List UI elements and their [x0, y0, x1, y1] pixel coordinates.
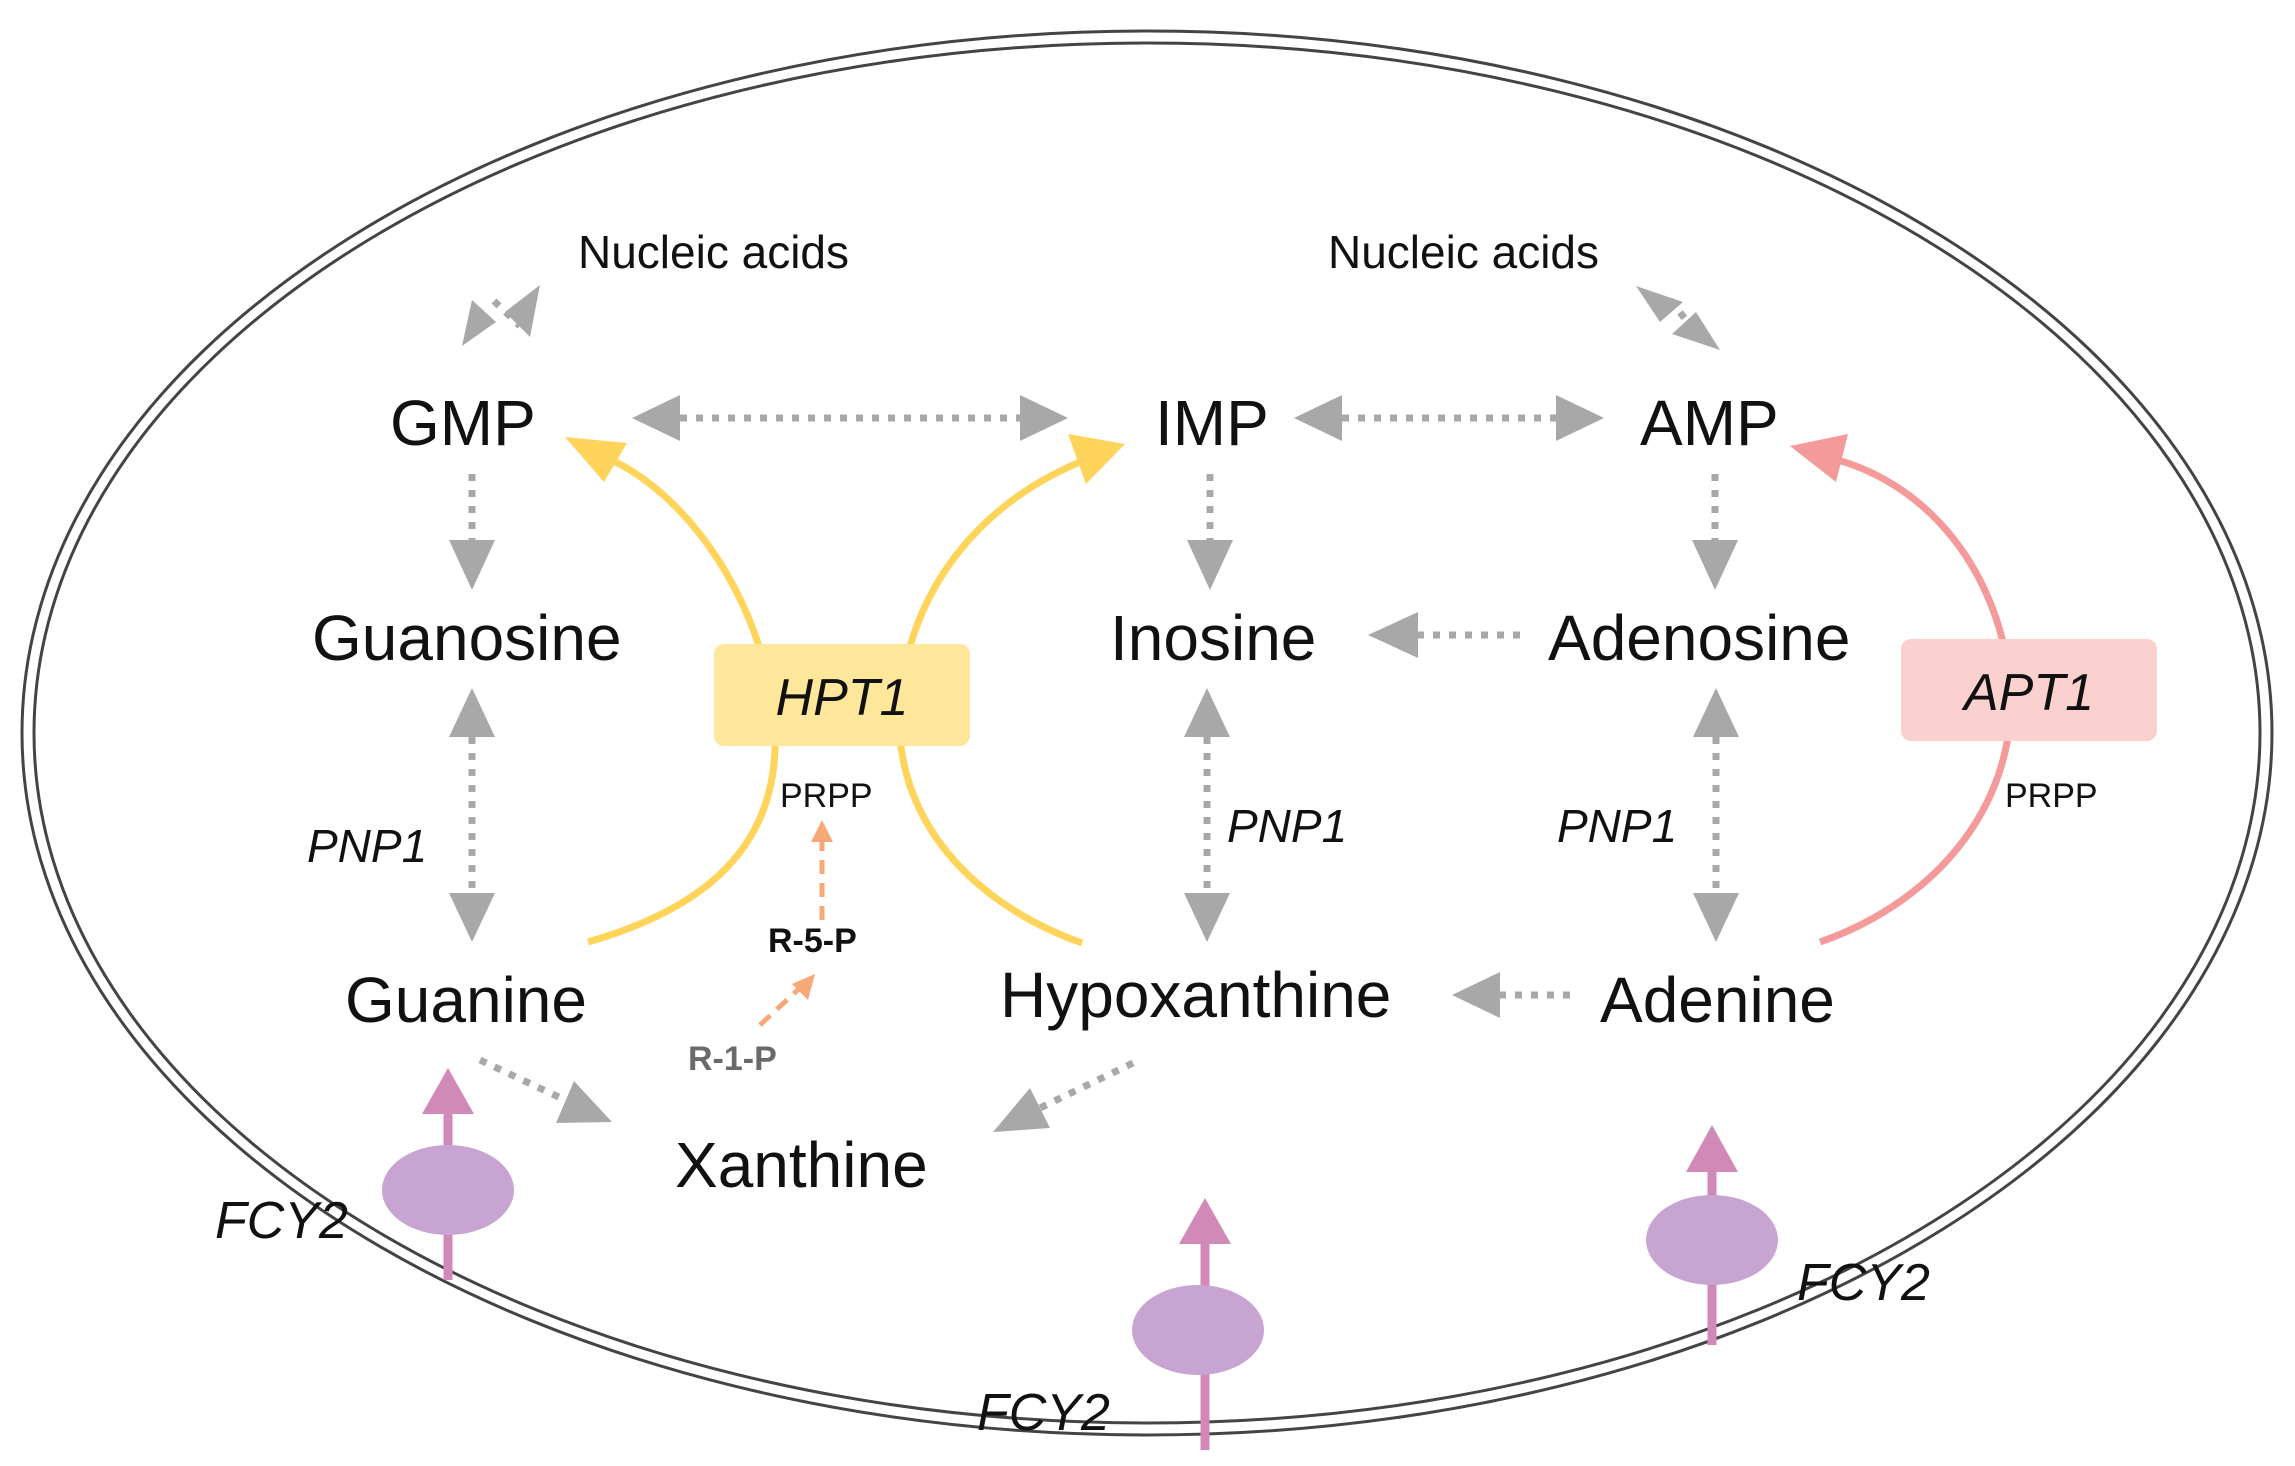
hypoxanthine-label: Hypoxanthine — [1000, 959, 1391, 1031]
prpp-left-label: PRPP — [780, 777, 873, 815]
fcy2-label-1: FCY2 — [215, 1192, 348, 1250]
guanosine-label: Guanosine — [312, 602, 622, 674]
inosine-label: Inosine — [1110, 602, 1316, 674]
prpp-synthesis-arrows — [758, 820, 833, 1027]
fcy2-label-2: FCY2 — [977, 1384, 1110, 1442]
r5p-label: R-5-P — [768, 922, 857, 960]
nucleic-acids-right-label: Nucleic acids — [1328, 226, 1599, 278]
guanine-label: Guanine — [345, 964, 587, 1036]
pnp1-right-label: PNP1 — [1557, 800, 1677, 852]
prpp-right-label: PRPP — [2005, 777, 2098, 815]
nucleic-acids-left-label: Nucleic acids — [578, 226, 849, 278]
hpt1-box — [714, 644, 970, 746]
fcy2-transporter-2 — [1132, 1198, 1264, 1450]
hpt1-label: HPT1 — [776, 669, 909, 727]
adenosine-label: Adenosine — [1548, 602, 1850, 674]
fcy2-label-3: FCY2 — [1797, 1254, 1930, 1312]
cell-membrane-outer — [20, 29, 2274, 1437]
r1p-label: R-1-P — [688, 1040, 777, 1078]
fcy2-transporter-3 — [1646, 1125, 1778, 1345]
xanthine-label: Xanthine — [675, 1129, 928, 1201]
dotted-arrows — [449, 285, 1739, 1132]
pnp1-middle-label: PNP1 — [1227, 800, 1347, 852]
pnp1-left-label: PNP1 — [307, 820, 427, 872]
amp-label: AMP — [1640, 387, 1779, 459]
cell-membrane-inner — [32, 41, 2262, 1425]
adenine-label: Adenine — [1600, 964, 1835, 1036]
fcy2-transporter-1 — [382, 1068, 514, 1280]
imp-label: IMP — [1155, 387, 1269, 459]
apt1-box — [1901, 639, 2157, 741]
gmp-label: GMP — [390, 387, 536, 459]
apt1-label: APT1 — [1961, 664, 2094, 722]
